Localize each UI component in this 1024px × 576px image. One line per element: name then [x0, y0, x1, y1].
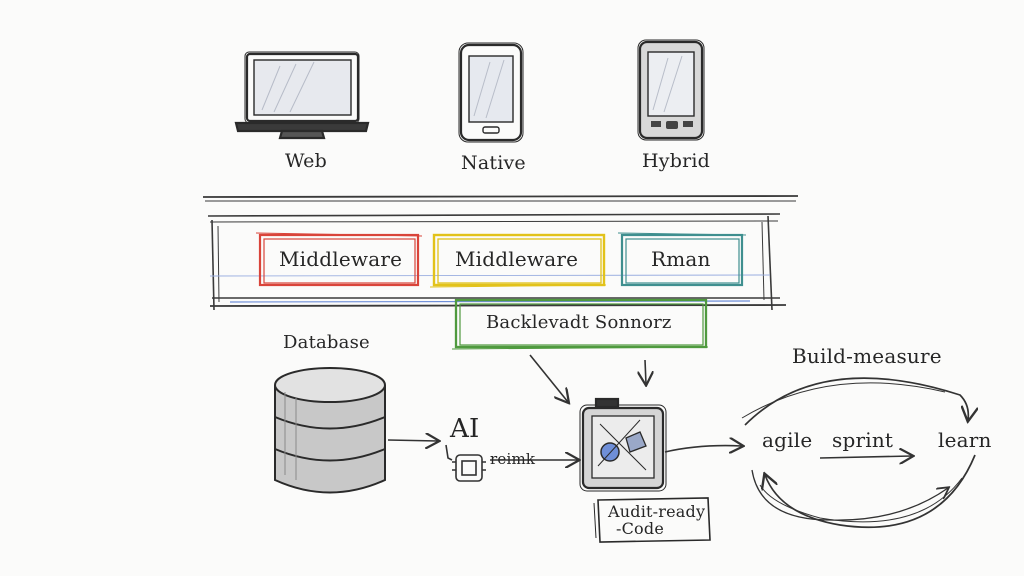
layer-lines — [202, 195, 799, 311]
database-label: Database — [283, 332, 370, 353]
middleware-box-red — [255, 232, 423, 287]
middleware-label-yellow: Middleware — [455, 247, 579, 271]
flow-arrows — [387, 354, 912, 460]
phone-icon — [637, 39, 705, 141]
audit-note-box — [593, 497, 711, 543]
device-label-native: Native — [461, 152, 526, 174]
rman-label: Rman — [651, 247, 711, 271]
middleware-label-red: Middleware — [279, 247, 403, 271]
audit-note-line1: Audit-ready — [608, 502, 706, 521]
rman-box-teal — [617, 232, 747, 287]
audit-note-line2: -Code — [616, 519, 664, 538]
smartphone-icon — [458, 42, 524, 143]
ai-label: AI — [450, 414, 480, 444]
middleware-box-yellow — [429, 233, 607, 288]
ai-sublabel: reimk — [490, 450, 536, 468]
agile-loop — [741, 377, 975, 529]
agile-label: agile — [762, 428, 813, 452]
processor-icon — [579, 397, 667, 492]
device-label-hybrid: Hybrid — [642, 150, 710, 172]
monitor-icon — [234, 51, 370, 140]
sprint-label: sprint — [832, 428, 894, 452]
database-icon — [274, 367, 386, 494]
chip-icon — [445, 444, 486, 482]
build-measure-label: Build-measure — [792, 344, 942, 368]
backend-box-green — [451, 298, 709, 350]
device-label-web: Web — [285, 150, 327, 172]
learn-label: learn — [938, 428, 992, 452]
backend-label: Backlevadt Sonnorz — [486, 312, 672, 333]
